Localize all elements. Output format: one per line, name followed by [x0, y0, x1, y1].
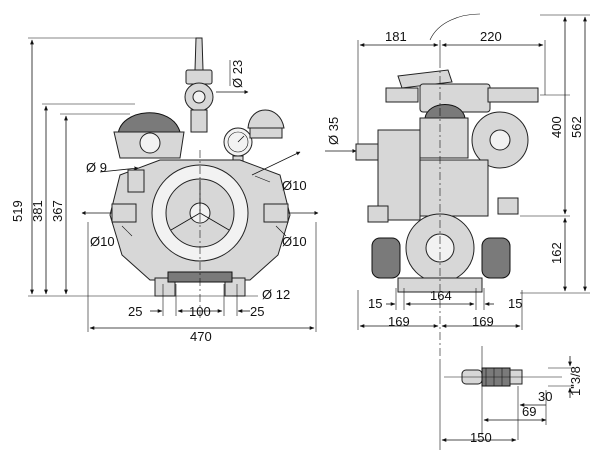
side-bottom-dim-lines — [357, 288, 523, 330]
side-dim-d35: Ø 35 — [326, 117, 341, 145]
front-dim-d10-left: Ø10 — [90, 234, 115, 249]
front-dim-w25-right: 25 — [250, 304, 264, 319]
front-view: Ø 23 Ø 9 Ø10 Ø10 Ø10 Ø 12 519 381 367 25… — [10, 37, 319, 344]
side-dim-w164: 164 — [430, 288, 452, 303]
side-dim-w15-right: 15 — [508, 296, 522, 311]
detail-dim-w150: 150 — [470, 430, 492, 445]
detail-dim-w30: 30 — [538, 389, 552, 404]
side-dim-h162: 162 — [549, 242, 564, 264]
detail-dim-thread: 1"3/8 — [568, 366, 583, 396]
front-bottom-dim-lines — [87, 150, 317, 332]
front-dim-d10-right: Ø10 — [282, 234, 307, 249]
detail-dim-w69: 69 — [522, 404, 536, 419]
front-dim-h381: 381 — [30, 200, 45, 222]
front-dim-h519: 519 — [10, 200, 25, 222]
front-dim-w470: 470 — [190, 329, 212, 344]
front-pump-body — [109, 37, 291, 297]
side-top-dim-lines — [357, 40, 546, 150]
front-dim-w100: 100 — [189, 304, 211, 319]
front-dim-h367: 367 — [50, 200, 65, 222]
front-leaders — [121, 60, 287, 297]
side-dim-h562: 562 — [569, 116, 584, 138]
side-dim-w15-left: 15 — [368, 296, 382, 311]
front-dim-d9: Ø 9 — [86, 160, 107, 175]
side-pump-body — [355, 13, 539, 360]
front-dim-d12: Ø 12 — [262, 287, 290, 302]
detail-fitting — [444, 367, 562, 387]
detail-dim-lines — [439, 346, 574, 450]
side-dim-w169-right: 169 — [472, 314, 494, 329]
side-right-dim-lines — [520, 14, 590, 294]
side-dim-h400: 400 — [549, 116, 564, 138]
front-dim-d23: Ø 23 — [230, 60, 245, 88]
front-dim-d10-upper: Ø10 — [282, 178, 307, 193]
side-dim-w220: 220 — [480, 29, 502, 44]
side-dim-w169-left: 169 — [388, 314, 410, 329]
front-vertical-dim-lines — [28, 37, 240, 297]
side-dim-w181: 181 — [385, 29, 407, 44]
detail-view: 1"3/8 30 69 150 — [439, 346, 583, 450]
side-view: 181 220 Ø 35 400 562 162 15 164 15 169 1… — [325, 13, 590, 360]
front-flow-arrows — [81, 90, 319, 215]
front-dim-w25-left: 25 — [128, 304, 142, 319]
